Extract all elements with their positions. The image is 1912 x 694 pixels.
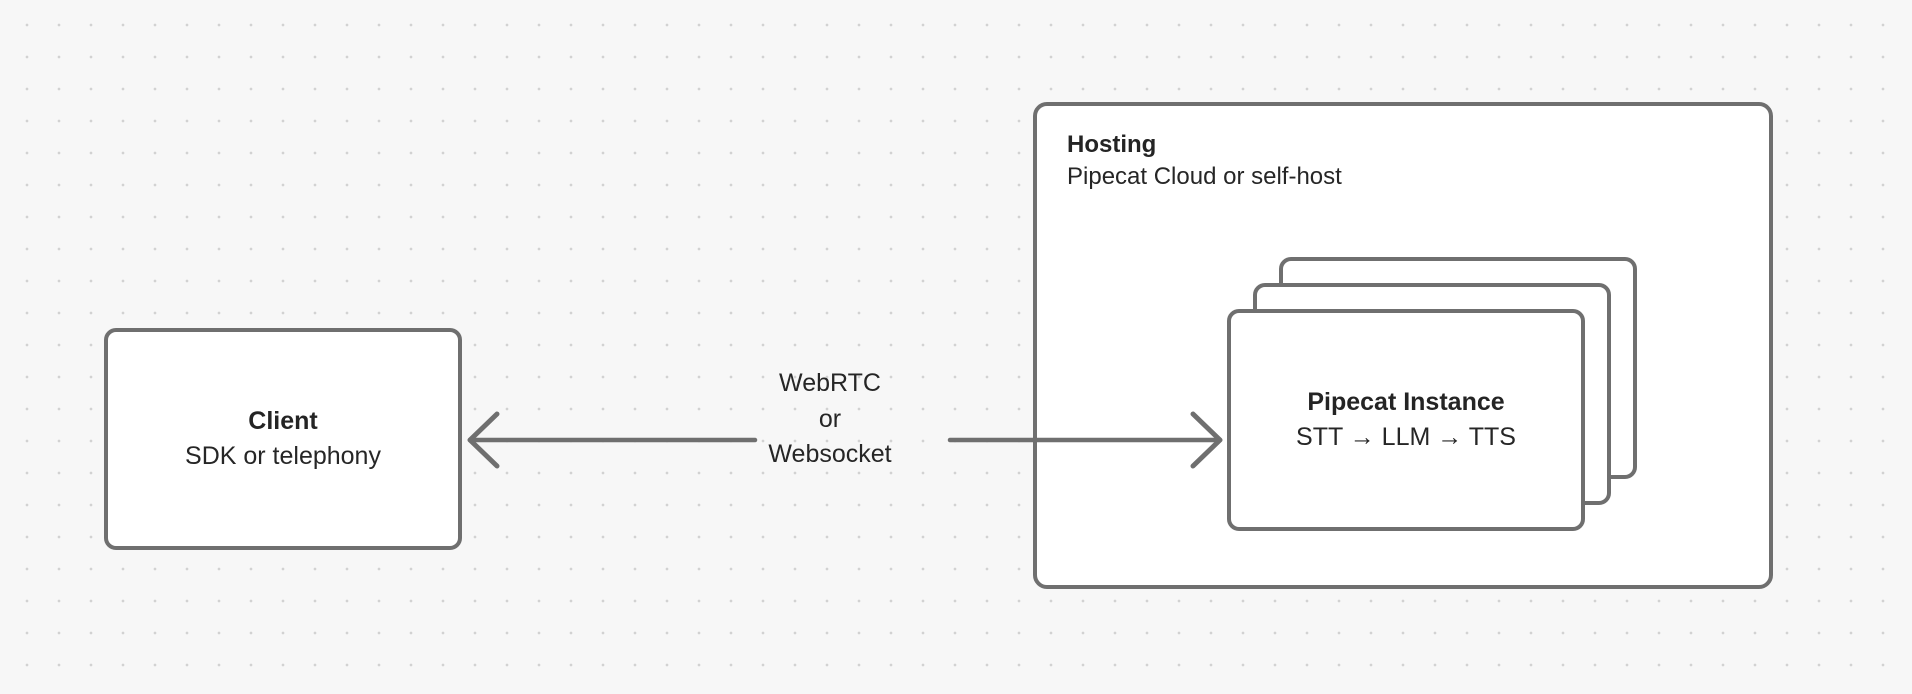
hosting-subtitle: Pipecat Cloud or self-host [1067, 162, 1342, 190]
client-subtitle: SDK or telephony [185, 442, 381, 470]
hosting-title: Hosting [1067, 131, 1157, 158]
node-pipecat-instance[interactable]: Pipecat Instance STT → LLM → TTS [1227, 309, 1585, 531]
client-title: Client [248, 407, 318, 436]
instance-pipeline-label: STT → LLM → TTS [1296, 423, 1516, 451]
arrow-right-icon [947, 411, 1223, 469]
edge-label-line-1: WebRTC [779, 369, 881, 397]
hosting-header: Hosting Pipecat Cloud or self-host [1067, 131, 1342, 190]
edge-label-line-2: or [818, 404, 842, 433]
node-client[interactable]: Client SDK or telephony [104, 328, 462, 550]
arrow-left-icon [467, 411, 758, 469]
edge-label: WebRTC or Websocket [700, 369, 960, 469]
instance-title: Pipecat Instance [1307, 388, 1505, 417]
edge-label-line-3: Websocket [768, 440, 892, 468]
